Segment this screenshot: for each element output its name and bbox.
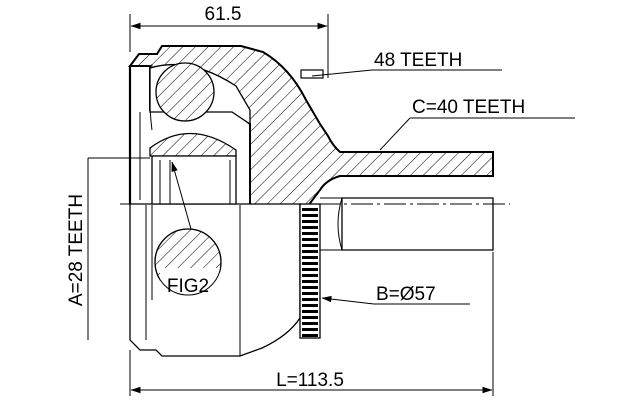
tone-ring-tooth [302,208,318,211]
detail-fig2: FIG2 [154,161,222,298]
tone-ring-tooth [302,250,318,253]
dimension-spline-a: A=28 TEETH [66,157,150,340]
outer-teeth-label: 48 TEETH [374,50,462,71]
overall-width-label: 61.5 [205,4,242,25]
tone-ring-tooth [302,220,318,223]
tone-ring-tooth [302,262,318,265]
tone-ring-tooth [302,298,318,301]
tone-ring-tooth [302,304,318,307]
tone-ring-tooth [302,238,318,241]
tone-ring-tooth [302,226,318,229]
tone-ring-tooth [302,232,318,235]
inner-race-upper [139,62,251,205]
abs-tone-ring [299,203,321,339]
spline-c-label: C=40 TEETH [412,97,525,118]
tone-ring-tooth [302,328,318,331]
detail-ref-label: FIG2 [167,276,209,297]
tone-ring-tooth [302,256,318,259]
tone-ring-tooth [302,268,318,271]
ball-bearing-upper [155,62,215,122]
callout-spline-c: C=40 TEETH [379,97,575,151]
length-l-label: L=113.5 [276,370,344,391]
tone-ring-tooth [302,334,318,337]
tone-ring-tooth [302,322,318,325]
tone-ring-tooth [302,244,318,247]
callout-diameter-b: B=Ø57 [321,284,470,305]
dimension-overall-width: 61.5 [129,4,329,78]
tone-ring-tooth [302,316,318,319]
tone-ring-tooth [302,274,318,277]
tone-ring-tooth [302,214,318,217]
spline-a-label: A=28 TEETH [66,194,87,306]
callout-outer-teeth: 48 TEETH [300,50,502,79]
tone-ring-tooth [302,286,318,289]
tone-ring-tooth [302,310,318,313]
stub-shaft [320,197,494,251]
dimension-length-l: L=113.5 [129,252,494,396]
tone-ring-tooth [302,280,318,283]
diameter-b-label: B=Ø57 [376,284,436,305]
tone-ring-tooth [302,292,318,295]
